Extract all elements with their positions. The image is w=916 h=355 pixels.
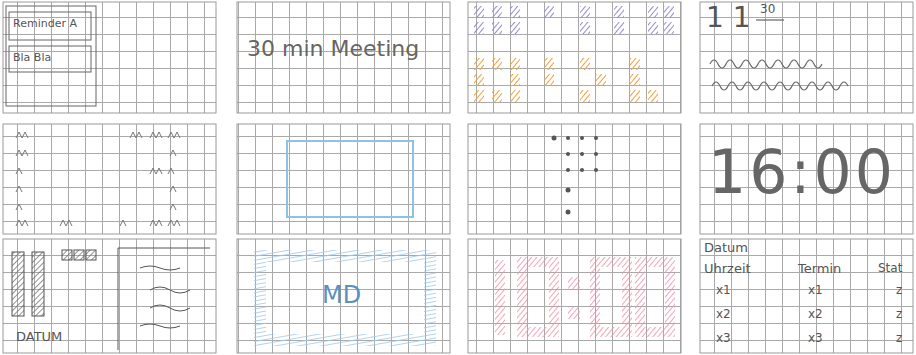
hatch-digits (474, 6, 674, 102)
handwritten-label: 1 1 (706, 2, 751, 34)
handwritten-label: x2 (808, 308, 823, 322)
reminder-sketch (6, 6, 96, 106)
handwritten-label: z (896, 332, 902, 346)
hatch-marks (16, 132, 180, 226)
handwritten-label: Stat (878, 262, 902, 276)
handwritten-label: 30 (760, 3, 775, 17)
handwritten-label: z (896, 284, 902, 298)
grid-cards (3, 2, 913, 353)
handwritten-label: x3 (808, 332, 823, 346)
handwritten-label: MD (322, 282, 361, 310)
layout-sketch (12, 248, 210, 350)
handwritten-label: x3 (716, 332, 731, 346)
handwritten-label: Datum (704, 241, 748, 256)
handwritten-label: x1 (808, 284, 823, 298)
handwritten-label: 16:00 (708, 136, 896, 208)
handwritten-label: z (896, 308, 902, 322)
handwritten-label: x2 (716, 308, 731, 322)
hatched-frame (260, 256, 430, 340)
blue-frame (287, 141, 413, 217)
handwritten-label: Bla Bla (13, 52, 51, 65)
handwritten-label: Uhrzeit (704, 262, 751, 277)
dot-pattern (552, 136, 599, 215)
handwritten-label: DATUM (16, 330, 62, 345)
handwritten-label: x1 (716, 284, 731, 298)
handwritten-label: Termin (798, 262, 841, 277)
handwritten-label: 30 min Meeting (247, 36, 419, 61)
handwritten-label: Reminder A (13, 18, 77, 31)
hatched-clock (500, 260, 670, 335)
